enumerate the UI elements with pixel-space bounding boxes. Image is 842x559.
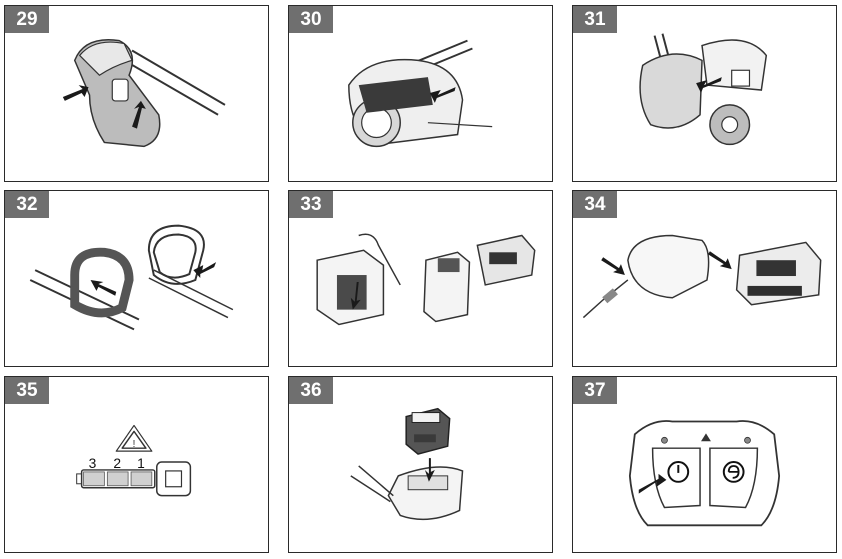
figure-number: 37 — [573, 377, 617, 404]
figure-32: 32 — [4, 190, 269, 367]
figure-37: 37 — [572, 376, 837, 553]
figure-number: 33 — [289, 191, 333, 218]
figure-number: 36 — [289, 377, 333, 404]
control-panel-illustration — [628, 420, 781, 527]
power-icon — [667, 461, 690, 483]
figure-number: 29 — [5, 6, 49, 33]
figure-number: 34 — [573, 191, 617, 218]
level-label-1: 1 — [137, 455, 145, 471]
figure-29: 29 — [4, 5, 269, 182]
arrow-icon — [638, 473, 667, 494]
trimmer-handle-illustration — [62, 39, 226, 148]
figure-35: 35 ! 3 2 1 — [4, 376, 269, 553]
figure-31: 31 — [572, 5, 837, 182]
charger-connection-illustration — [582, 234, 822, 319]
trimmer-head-illustration — [348, 39, 493, 148]
warning-triangle-icon: ! — [115, 424, 153, 452]
level-label-3: 3 — [89, 455, 97, 471]
battery-icon — [423, 251, 471, 323]
battery-and-charger-illustration — [316, 233, 536, 326]
arrow-icon — [601, 257, 625, 276]
figure-number: 31 — [573, 6, 617, 33]
figure-number: 30 — [289, 6, 333, 33]
level-label-2: 2 — [113, 455, 121, 471]
arrow-icon — [193, 262, 217, 279]
arrow-icon — [707, 251, 732, 270]
arrow-icon — [62, 85, 89, 101]
svg-text:!: ! — [133, 439, 136, 450]
arrow-icon — [90, 279, 117, 296]
figure-number: 35 — [5, 377, 49, 404]
figure-36: 36 — [288, 376, 553, 553]
battery-indicator-illustration: ! 3 2 1 — [76, 424, 192, 497]
arrow-icon — [696, 77, 722, 94]
arrow-icon — [132, 100, 146, 129]
figure-number: 32 — [5, 191, 49, 218]
eco-mode-icon — [722, 461, 745, 483]
arrow-icon — [424, 458, 435, 482]
battery-icon — [76, 469, 156, 489]
figure-30: 30 — [288, 5, 553, 182]
arrow-icon — [429, 87, 456, 103]
figure-34: 34 — [572, 190, 837, 367]
loop-handle-illustration — [29, 224, 234, 331]
figure-33: 33 — [288, 190, 553, 367]
warning-triangle-icon — [701, 433, 711, 442]
trimmer-head-open-illustration — [639, 33, 768, 146]
battery-insertion-illustration — [350, 407, 464, 521]
battery-icon — [405, 407, 451, 455]
arrow-icon — [350, 281, 361, 310]
